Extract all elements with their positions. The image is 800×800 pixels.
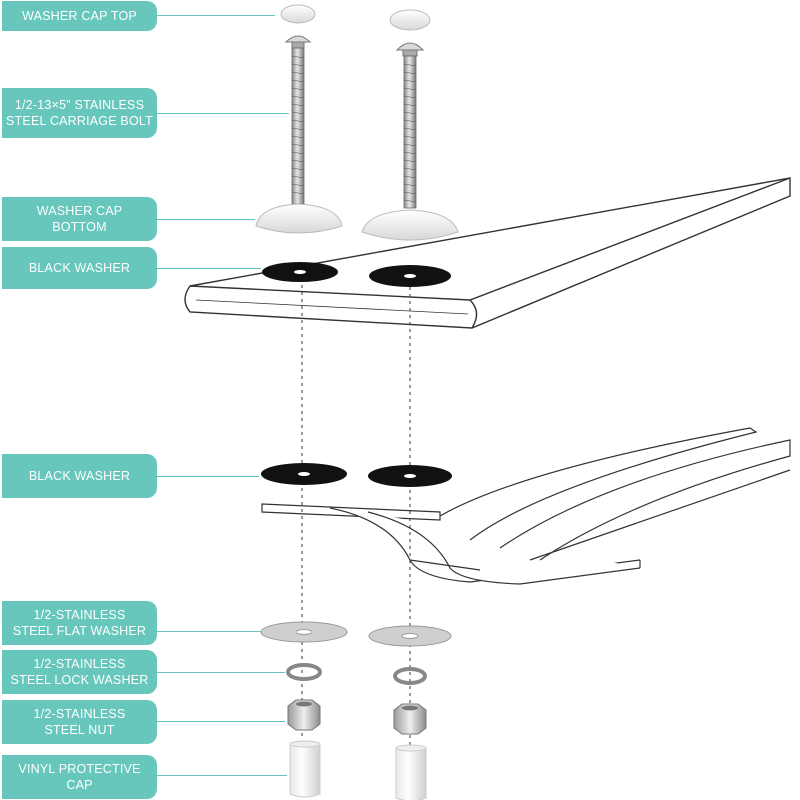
washer-cap-top-right — [389, 9, 431, 31]
label-lock-washer-line1: 1/2-STAINLESS — [33, 657, 126, 671]
label-washer-cap-top: WASHER CAP TOP — [2, 1, 157, 31]
label-nut-line2: STEEL NUT — [44, 723, 115, 737]
label-flat-washer-line1: 1/2-STAINLESS — [33, 608, 126, 622]
diving-board — [184, 177, 791, 329]
label-black-washer-upper: BLACK WASHER — [2, 247, 157, 289]
leader-line-carriage-bolt — [157, 113, 289, 114]
black-washer-lower-right — [368, 465, 452, 487]
black-washer-upper-left — [262, 262, 338, 282]
nut-right — [393, 703, 427, 735]
washer-cap-top-left — [280, 4, 316, 24]
leader-line-nut — [157, 721, 285, 722]
label-lock-washer-line2: STEEL LOCK WASHER — [10, 673, 149, 687]
label-washer-cap-bottom-line1: WASHER CAP — [36, 204, 123, 218]
washer-cap-bottom-left — [255, 203, 343, 234]
label-black-washer-lower-text: BLACK WASHER — [28, 469, 131, 483]
label-flat-washer: 1/2-STAINLESS STEEL FLAT WASHER — [2, 601, 157, 645]
leader-line-washer-cap-bottom — [157, 219, 255, 220]
label-nut-line1: 1/2-STAINLESS — [33, 707, 126, 721]
label-washer-cap-bottom-line2: BOTTOM — [52, 220, 107, 234]
black-washer-lower-left — [261, 463, 347, 485]
label-vinyl-cap-line1: VINYL PROTECTIVE — [18, 762, 141, 776]
label-black-washer-upper-text: BLACK WASHER — [28, 261, 131, 275]
washer-cap-bottom-right — [361, 209, 459, 241]
flat-washer-left — [260, 621, 348, 643]
label-carriage-bolt-line1: 1/2-13×5" STAINLESS — [14, 98, 145, 112]
label-washer-cap-top-text: WASHER CAP TOP — [22, 9, 137, 23]
vinyl-cap-right — [395, 744, 427, 800]
flat-washer-right — [368, 625, 452, 647]
label-vinyl-cap: VINYL PROTECTIVE CAP — [2, 755, 157, 799]
nut-left — [287, 699, 321, 731]
leader-line-lock-washer — [157, 672, 285, 673]
leader-line-black-washer-upper — [157, 268, 261, 269]
black-washer-upper-right — [369, 265, 451, 287]
lock-washer-left — [286, 663, 322, 681]
label-vinyl-cap-line2: CAP — [66, 778, 93, 792]
leader-line-washer-cap-top — [157, 15, 275, 16]
label-flat-washer-line2: STEEL FLAT WASHER — [12, 624, 147, 638]
leader-line-black-washer-lower — [157, 476, 259, 477]
label-carriage-bolt: 1/2-13×5" STAINLESS STEEL CARRIAGE BOLT — [2, 88, 157, 138]
leader-line-flat-washer — [157, 631, 261, 632]
vinyl-cap-left — [289, 740, 321, 798]
label-lock-washer: 1/2-STAINLESS STEEL LOCK WASHER — [2, 650, 157, 694]
label-carriage-bolt-line2: STEEL CARRIAGE BOLT — [6, 114, 153, 128]
lock-washer-right — [393, 667, 427, 685]
carriage-bolt-left — [284, 35, 312, 205]
label-black-washer-lower: BLACK WASHER — [2, 454, 157, 498]
label-nut: 1/2-STAINLESS STEEL NUT — [2, 700, 157, 744]
carriage-bolt-right — [395, 42, 425, 209]
label-washer-cap-bottom: WASHER CAP BOTTOM — [2, 197, 157, 241]
board-mount-base — [261, 427, 791, 585]
leader-line-vinyl-cap — [157, 775, 287, 776]
